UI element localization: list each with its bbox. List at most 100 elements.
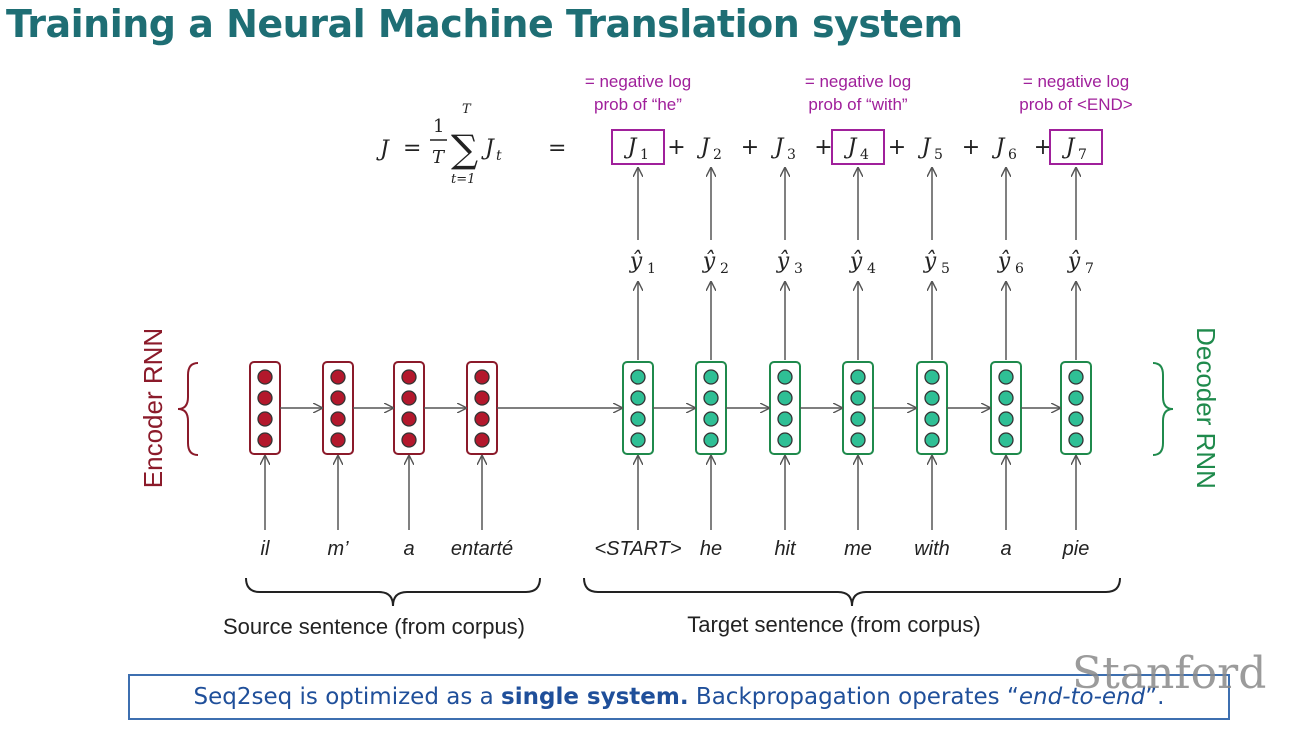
- hidden-unit: [703, 411, 719, 427]
- plus-sign: +: [814, 135, 832, 160]
- hidden-unit: [777, 369, 793, 385]
- loss-term-subscript: 1: [640, 147, 649, 163]
- loss-term-7: J: [1062, 135, 1076, 160]
- summary-part-3: Backpropagation operates “: [688, 684, 1019, 710]
- hidden-unit: [257, 390, 273, 406]
- hidden-unit: [1068, 390, 1084, 406]
- hidden-unit: [924, 369, 940, 385]
- loss-term-6: J: [992, 135, 1006, 160]
- hidden-unit: [703, 390, 719, 406]
- source-word-1: il: [261, 538, 270, 560]
- hidden-unit: [703, 432, 719, 448]
- prediction-subscript: 1: [647, 261, 656, 277]
- plus-sign: +: [962, 135, 980, 160]
- hidden-unit: [474, 390, 490, 406]
- annotation-line1: = negative log: [585, 72, 691, 91]
- loss-term-1: J: [624, 135, 638, 160]
- loss-term-5: J: [918, 135, 932, 160]
- equation-equals: =: [403, 136, 421, 161]
- target-word-1: <START>: [594, 538, 681, 560]
- prediction-y-hat-1: ŷ: [629, 249, 643, 274]
- plus-sign: +: [667, 135, 685, 160]
- hidden-unit: [630, 432, 646, 448]
- hidden-unit: [330, 369, 346, 385]
- hidden-unit: [998, 411, 1014, 427]
- cell-frame: [1060, 361, 1092, 455]
- loss-term-subscript: 3: [787, 147, 796, 163]
- hidden-unit: [998, 432, 1014, 448]
- loss-term-subscript: 2: [713, 147, 722, 163]
- source-brace: [245, 577, 541, 607]
- slide-title: Training a Neural Machine Translation sy…: [6, 2, 963, 46]
- prediction-y-hat-4: ŷ: [849, 249, 863, 274]
- prediction-subscript: 3: [794, 261, 803, 277]
- hidden-unit: [1068, 369, 1084, 385]
- hidden-unit: [330, 390, 346, 406]
- equation-frac-den: T: [432, 147, 446, 168]
- prediction-subscript: 2: [720, 261, 729, 277]
- target-brace: [583, 577, 1121, 607]
- hidden-unit: [630, 411, 646, 427]
- hidden-unit: [330, 411, 346, 427]
- prediction-y-hat-3: ŷ: [776, 249, 790, 274]
- prediction-subscript: 4: [867, 261, 876, 277]
- hidden-unit: [257, 432, 273, 448]
- hidden-unit: [850, 411, 866, 427]
- plus-sign: +: [741, 135, 759, 160]
- hidden-unit: [924, 432, 940, 448]
- prediction-y-hat-2: ŷ: [702, 249, 716, 274]
- decoder-cell-1: [622, 361, 654, 455]
- hidden-unit: [474, 411, 490, 427]
- encoder-cell-2: [322, 361, 354, 455]
- summary-single-system: single system.: [501, 684, 689, 710]
- hidden-unit: [998, 369, 1014, 385]
- loss-term-3: J: [771, 135, 785, 160]
- source-word-4: entarté: [451, 538, 513, 560]
- hidden-unit: [1068, 432, 1084, 448]
- annotation-line2: prob of “with”: [808, 95, 908, 114]
- equation-lhs: J: [376, 137, 390, 162]
- loss-term-box: [1049, 129, 1103, 165]
- decoder-brace: [1152, 362, 1174, 456]
- hidden-unit: [474, 432, 490, 448]
- summary-box: Seq2seq is optimized as a single system.…: [128, 674, 1230, 720]
- encoder-cell-4: [466, 361, 498, 455]
- hidden-unit: [474, 369, 490, 385]
- equation-frac-num: 1: [433, 116, 444, 137]
- hidden-unit: [850, 390, 866, 406]
- loss-term-4: J: [844, 135, 858, 160]
- target-word-5: with: [914, 538, 950, 560]
- annotation-line1: = negative log: [805, 72, 911, 91]
- sum-lower-limit: t=1: [451, 172, 475, 187]
- decoder-cell-5: [916, 361, 948, 455]
- target-word-3: hit: [774, 538, 797, 560]
- hidden-unit: [850, 432, 866, 448]
- decoder-cell-6: [990, 361, 1022, 455]
- loss-term-2: J: [697, 135, 711, 160]
- loss-term-box: [831, 129, 885, 165]
- hidden-unit: [703, 369, 719, 385]
- equation-summand: J: [481, 136, 495, 161]
- hidden-unit: [330, 432, 346, 448]
- annotation-line2: prob of <END>: [1019, 95, 1132, 114]
- source-caption: Source sentence (from corpus): [223, 614, 525, 639]
- equation-summand-sub: t: [496, 148, 502, 164]
- source-word-2: m’: [327, 538, 349, 560]
- prediction-y-hat-7: ŷ: [1067, 249, 1081, 274]
- hidden-unit: [850, 369, 866, 385]
- encoder-brace: [177, 362, 199, 456]
- plus-sign: +: [888, 135, 906, 160]
- prediction-y-hat-5: ŷ: [923, 249, 937, 274]
- hidden-unit: [630, 369, 646, 385]
- prediction-y-hat-6: ŷ: [997, 249, 1011, 274]
- target-caption: Target sentence (from corpus): [687, 612, 980, 637]
- target-word-7: pie: [1062, 538, 1090, 560]
- summary-part-5: ”.: [1145, 684, 1165, 710]
- encoder-label: Encoder RNN: [138, 328, 168, 488]
- prediction-subscript: 5: [941, 261, 950, 277]
- hidden-unit: [257, 411, 273, 427]
- decoder-cell-3: [769, 361, 801, 455]
- decoder-label: Decoder RNN: [1191, 327, 1221, 489]
- hidden-unit: [401, 369, 417, 385]
